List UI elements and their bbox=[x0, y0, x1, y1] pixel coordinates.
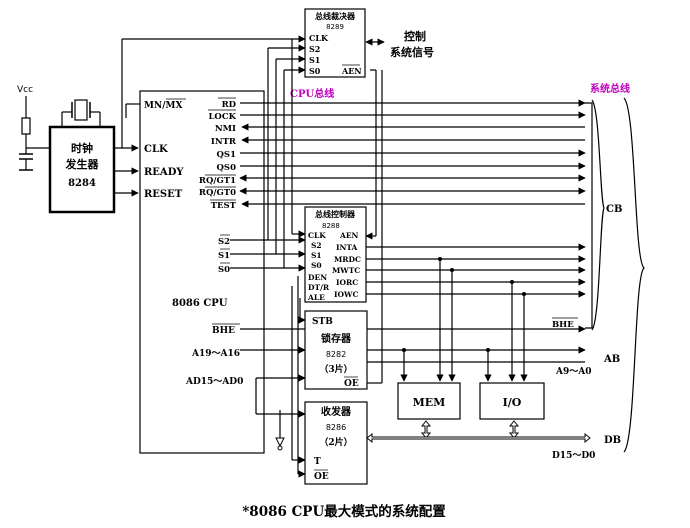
clock-part: 8284 bbox=[68, 178, 96, 189]
pin-test: TEST bbox=[211, 201, 237, 211]
data-transceiver: 收发器 8286 （2片） T OE bbox=[304, 401, 368, 485]
arbiter-aen: AEN bbox=[341, 66, 362, 76]
arbiter-part: 8289 bbox=[326, 23, 344, 31]
pin-s1: S1 bbox=[218, 251, 230, 261]
latch-oe: OE bbox=[344, 379, 359, 389]
transceiver-oe: OE bbox=[314, 472, 329, 482]
ctl-dtr: DT/R bbox=[308, 283, 330, 292]
bhe-bus-label: BHE bbox=[552, 320, 574, 330]
crystal-icon bbox=[61, 99, 101, 127]
clock-title-2: 发生器 bbox=[65, 157, 100, 171]
controller-part: 8288 bbox=[322, 222, 340, 230]
power-network: Vcc bbox=[17, 85, 50, 171]
memory-block: MEM bbox=[397, 382, 461, 420]
latch-stb: STB bbox=[312, 317, 333, 327]
clock-box bbox=[48, 125, 116, 214]
pin-rd: RD bbox=[222, 100, 237, 110]
bus-arbiter: 总线裁决器 8289 CLK S2 S1 S0 AEN bbox=[304, 8, 366, 78]
transceiver-count: （2片） bbox=[319, 436, 352, 448]
cpu-8086: MN/MX CLK READY RESET RD LOCK NMI INTR Q… bbox=[139, 90, 265, 454]
pin-reset: RESET bbox=[144, 189, 183, 200]
ab-label: AB bbox=[603, 354, 620, 365]
latch-count: （3片） bbox=[319, 363, 352, 375]
clock-title-1: 时钟 bbox=[71, 141, 93, 155]
arbiter-s0: S0 bbox=[309, 66, 321, 76]
vcc-label: Vcc bbox=[17, 85, 33, 95]
pin-intr: INTR bbox=[211, 137, 237, 147]
system-bus-label: 系统总线 bbox=[590, 82, 630, 95]
pin-s2: S2 bbox=[218, 237, 230, 247]
pin-qs0: QS0 bbox=[217, 163, 237, 173]
capacitor-icon bbox=[19, 153, 33, 160]
ctl-aen: AEN bbox=[339, 231, 359, 240]
ctl-s0: S0 bbox=[311, 261, 322, 270]
pin-addr: A19～A16 bbox=[191, 349, 240, 359]
arbiter-clk: CLK bbox=[309, 33, 329, 43]
pin-bhe: BHE bbox=[212, 326, 235, 336]
io-box bbox=[479, 382, 545, 420]
latch-title: 锁存器 bbox=[321, 332, 352, 345]
system-bus-brace bbox=[623, 97, 645, 453]
mem-label: MEM bbox=[413, 396, 446, 409]
pin-nmi: NMI bbox=[215, 124, 236, 134]
arbiter-title: 总线裁决器 bbox=[315, 11, 356, 21]
address-latch: STB 锁存器 8282 （3片） OE bbox=[304, 310, 368, 390]
arbiter-box bbox=[304, 8, 366, 78]
pin-qs1: QS1 bbox=[217, 150, 237, 160]
ctl-s1: S1 bbox=[311, 251, 322, 260]
db-range: D15～D0 bbox=[552, 451, 595, 461]
ctl-clk: CLK bbox=[308, 231, 326, 240]
pin-rqgt1: RQ/GT1 bbox=[199, 176, 236, 186]
transceiver-t: T bbox=[314, 457, 321, 467]
transceiver-part: 8286 bbox=[326, 423, 346, 432]
pin-clk: CLK bbox=[144, 144, 168, 155]
ctrl-label-1: 控制 bbox=[404, 29, 426, 43]
latch-part: 8282 bbox=[326, 350, 346, 359]
ctrl-label-2: 系统信号 bbox=[390, 45, 434, 59]
arbiter-s1: S1 bbox=[309, 55, 320, 65]
io-label: I/O bbox=[503, 396, 522, 409]
pin-ready: READY bbox=[144, 167, 184, 178]
cpu-name: 8086 CPU bbox=[172, 298, 228, 309]
ctl-s2: S2 bbox=[311, 241, 322, 250]
pin-rqgt0: RQ/GT0 bbox=[199, 188, 236, 198]
controller-output-lines bbox=[366, 243, 586, 298]
ctl-inta: INTA bbox=[336, 243, 358, 252]
pin-ad: AD15～AD0 bbox=[185, 377, 243, 387]
pin-s0: S0 bbox=[218, 265, 230, 275]
ctl-iowc: IOWC bbox=[334, 290, 358, 299]
bus-controller: 总线控制器 8288 CLK S2 S1 S0 DEN DT/R ALE AEN… bbox=[304, 206, 367, 303]
arbiter-s2: S2 bbox=[309, 44, 320, 54]
mem-box bbox=[397, 382, 461, 420]
brace-icon bbox=[591, 99, 605, 331]
pin-lock: LOCK bbox=[208, 112, 236, 122]
ctl-mwtc: MWTC bbox=[332, 266, 360, 275]
resistor-icon bbox=[21, 117, 31, 135]
cpu-box bbox=[139, 90, 265, 454]
controller-title: 总线控制器 bbox=[315, 209, 356, 219]
cb-label: CB bbox=[606, 204, 622, 215]
ctl-mrdc: MRDC bbox=[334, 255, 361, 264]
ctl-iorc: IORC bbox=[336, 278, 358, 287]
ab-range: A9～A0 bbox=[555, 367, 592, 377]
inverter-icon bbox=[275, 410, 285, 451]
cpu-bus-label: CPU总线 bbox=[290, 87, 334, 100]
pin-mn-mx: MN/MX bbox=[144, 101, 182, 111]
ctl-ale: ALE bbox=[307, 293, 325, 302]
transceiver-title: 收发器 bbox=[321, 405, 352, 418]
figure-caption: *8086 CPU最大模式的系统配置 bbox=[242, 503, 446, 520]
clock-generator: 时钟 发生器 8284 bbox=[48, 125, 116, 214]
io-block: I/O bbox=[479, 382, 545, 420]
ctl-den: DEN bbox=[308, 273, 327, 282]
control-bus-lines bbox=[239, 99, 586, 208]
db-label: DB bbox=[604, 435, 621, 446]
